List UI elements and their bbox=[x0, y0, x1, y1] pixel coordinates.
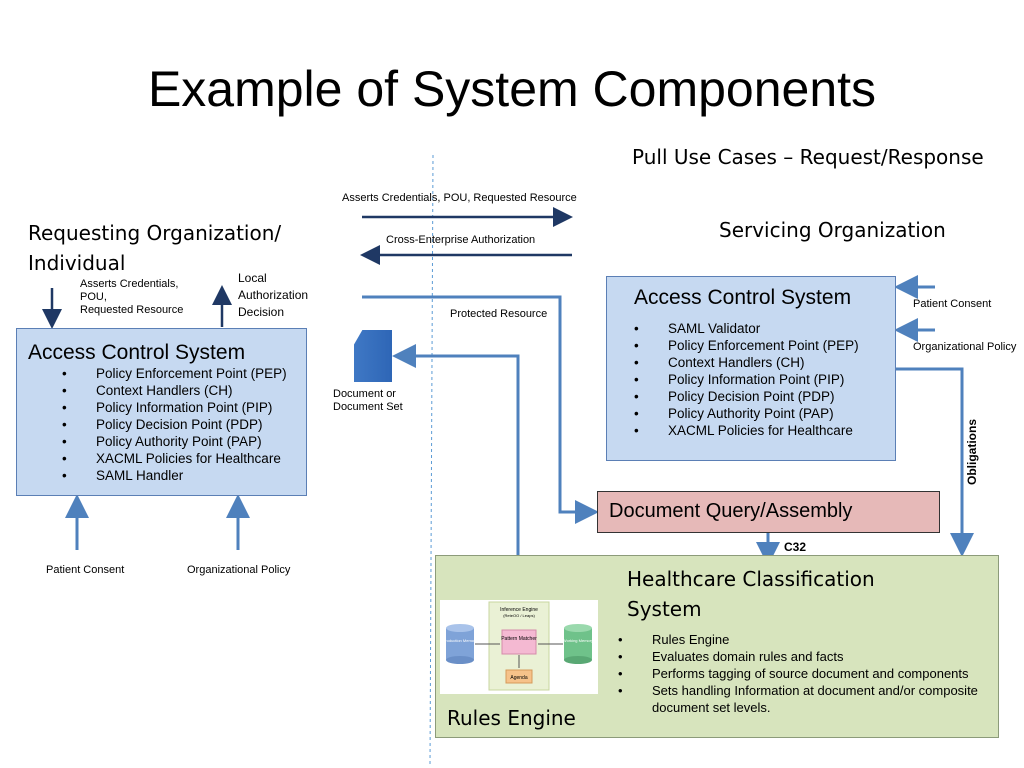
subtitle: Pull Use Cases – Request/Response bbox=[632, 145, 984, 169]
list-item: Policy Authority Point (PAP) bbox=[62, 433, 296, 450]
hcs-title-line1: Healthcare Classification bbox=[627, 567, 875, 591]
asserts-left-line1: Asserts Credentials, bbox=[80, 278, 179, 290]
requesting-heading: Requesting Organization/ Individual bbox=[28, 218, 281, 278]
label-asserts-credentials-top: Asserts Credentials, POU, Requested Reso… bbox=[342, 192, 577, 204]
label-document: Document or Document Set bbox=[333, 388, 403, 414]
label-patient-consent-left: Patient Consent bbox=[46, 564, 125, 576]
local-auth-line3: Decision bbox=[238, 305, 285, 319]
hcs-title: Healthcare Classification System bbox=[627, 564, 875, 624]
requesting-acs-box: Access Control System Policy Enforcement… bbox=[16, 328, 307, 496]
list-item: XACML Policies for Healthcare bbox=[634, 422, 885, 439]
hcs-footer: Rules Engine bbox=[447, 706, 576, 730]
list-item: Policy Decision Point (PDP) bbox=[62, 416, 296, 433]
list-item: Policy Enforcement Point (PEP) bbox=[634, 337, 885, 354]
list-item: Policy Enforcement Point (PEP) bbox=[62, 365, 296, 382]
document-icon bbox=[354, 330, 392, 382]
list-item: Sets handling Information at document an… bbox=[618, 682, 998, 716]
hcs-box: Healthcare Classification System Inferen… bbox=[435, 555, 999, 738]
list-item: Context Handlers (CH) bbox=[634, 354, 885, 371]
requesting-heading-line2: Individual bbox=[28, 251, 126, 275]
list-item: Policy Decision Point (PDP) bbox=[634, 388, 885, 405]
local-auth-line1: Local bbox=[238, 271, 267, 285]
document-label-line1: Document or bbox=[333, 388, 396, 400]
list-item: Performs tagging of source document and … bbox=[618, 665, 998, 682]
list-item: SAML Validator bbox=[634, 320, 885, 337]
list-item: Context Handlers (CH) bbox=[62, 382, 296, 399]
label-protected-resource: Protected Resource bbox=[450, 308, 548, 320]
page-title: Example of System Components bbox=[147, 61, 877, 117]
servicing-acs-title: Access Control System bbox=[634, 286, 852, 309]
servicing-acs-box: Access Control System SAML Validator Pol… bbox=[606, 276, 896, 461]
label-obligations: Obligations bbox=[965, 419, 979, 485]
list-item: Rules Engine bbox=[618, 631, 998, 648]
list-item: SAML Handler bbox=[62, 467, 296, 484]
list-item: Evaluates domain rules and facts bbox=[618, 648, 998, 665]
document-query-box: Document Query/Assembly bbox=[597, 491, 940, 533]
requesting-acs-list: Policy Enforcement Point (PEP) Context H… bbox=[62, 365, 296, 484]
list-item: XACML Policies for Healthcare bbox=[62, 450, 296, 467]
list-item: Policy Authority Point (PAP) bbox=[634, 405, 885, 422]
agenda-label: Agenda bbox=[510, 675, 527, 681]
arrow-to-document bbox=[392, 344, 520, 556]
label-org-policy-right: Organizational Policy bbox=[913, 341, 1017, 353]
inference-engine-title: Inference Engine bbox=[500, 607, 538, 613]
requesting-acs-title: Access Control System bbox=[28, 341, 246, 364]
label-patient-consent-right: Patient Consent bbox=[913, 298, 992, 310]
local-auth-line2: Authorization bbox=[238, 288, 309, 302]
servicing-acs-list: SAML Validator Policy Enforcement Point … bbox=[634, 320, 885, 439]
label-local-authorization: Local Authorization Decision bbox=[238, 270, 308, 321]
rules-engine-diagram: Inference Engine (ReteOO / Leaps) Patter… bbox=[440, 600, 598, 694]
label-org-policy-left: Organizational Policy bbox=[187, 564, 291, 576]
pattern-matcher-label: Pattern Matcher bbox=[501, 636, 537, 642]
list-item: Policy Information Point (PIP) bbox=[634, 371, 885, 388]
working-memory-label: Working Memory bbox=[563, 638, 593, 643]
document-label-line2: Document Set bbox=[333, 401, 403, 413]
servicing-heading: Servicing Organization bbox=[719, 218, 946, 242]
list-item: Policy Information Point (PIP) bbox=[62, 399, 296, 416]
label-c32: C32 bbox=[784, 540, 807, 554]
asserts-left-line2: POU, bbox=[80, 291, 107, 303]
production-memory-label: Production Memory bbox=[443, 638, 478, 643]
hcs-list: Rules Engine Evaluates domain rules and … bbox=[618, 631, 998, 716]
inference-engine-sub: (ReteOO / Leaps) bbox=[503, 613, 535, 618]
requesting-heading-line1: Requesting Organization/ bbox=[28, 221, 282, 245]
label-asserts-left: Asserts Credentials, POU, Requested Reso… bbox=[80, 278, 183, 317]
rules-engine-svg: Inference Engine (ReteOO / Leaps) Patter… bbox=[443, 601, 593, 691]
asserts-left-line3: Requested Resource bbox=[80, 304, 184, 316]
label-cross-enterprise: Cross-Enterprise Authorization bbox=[386, 234, 536, 246]
hcs-title-line2: System bbox=[627, 597, 702, 621]
